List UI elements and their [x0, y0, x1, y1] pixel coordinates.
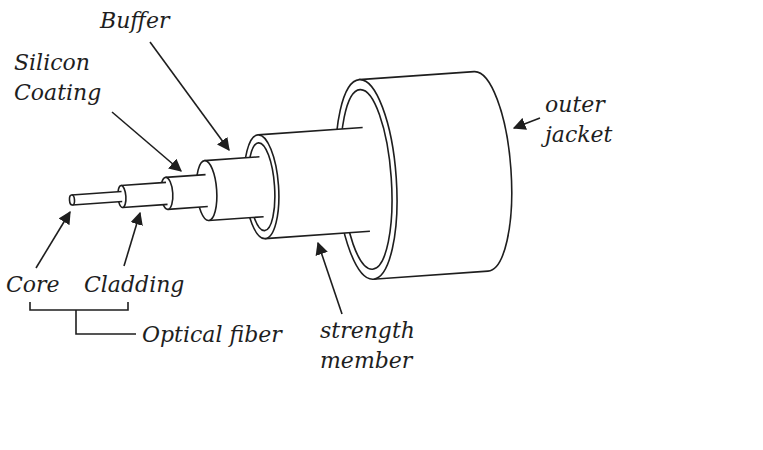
leader-line: [514, 118, 540, 128]
leader-line: [36, 212, 70, 268]
bracket: [76, 310, 136, 334]
bracket: [30, 302, 128, 310]
group-label: Optical fiber: [142, 320, 342, 350]
leader-line: [124, 213, 140, 266]
core-face: [69, 195, 75, 205]
leader-line: [112, 112, 181, 171]
core-edges: [72, 192, 123, 205]
cladding-body: [121, 182, 167, 207]
core-body: [72, 192, 123, 205]
part-label: strength member: [320, 316, 460, 376]
leader-line: [150, 42, 229, 150]
leader-line: [318, 243, 342, 314]
part-label: Buffer: [100, 6, 220, 36]
part-label: outer jacket: [545, 90, 655, 150]
part-label: Silicon Coating: [14, 48, 124, 108]
part-label: Cladding: [84, 270, 204, 300]
cladding-edges: [121, 182, 167, 207]
part-label: Core: [6, 270, 76, 300]
